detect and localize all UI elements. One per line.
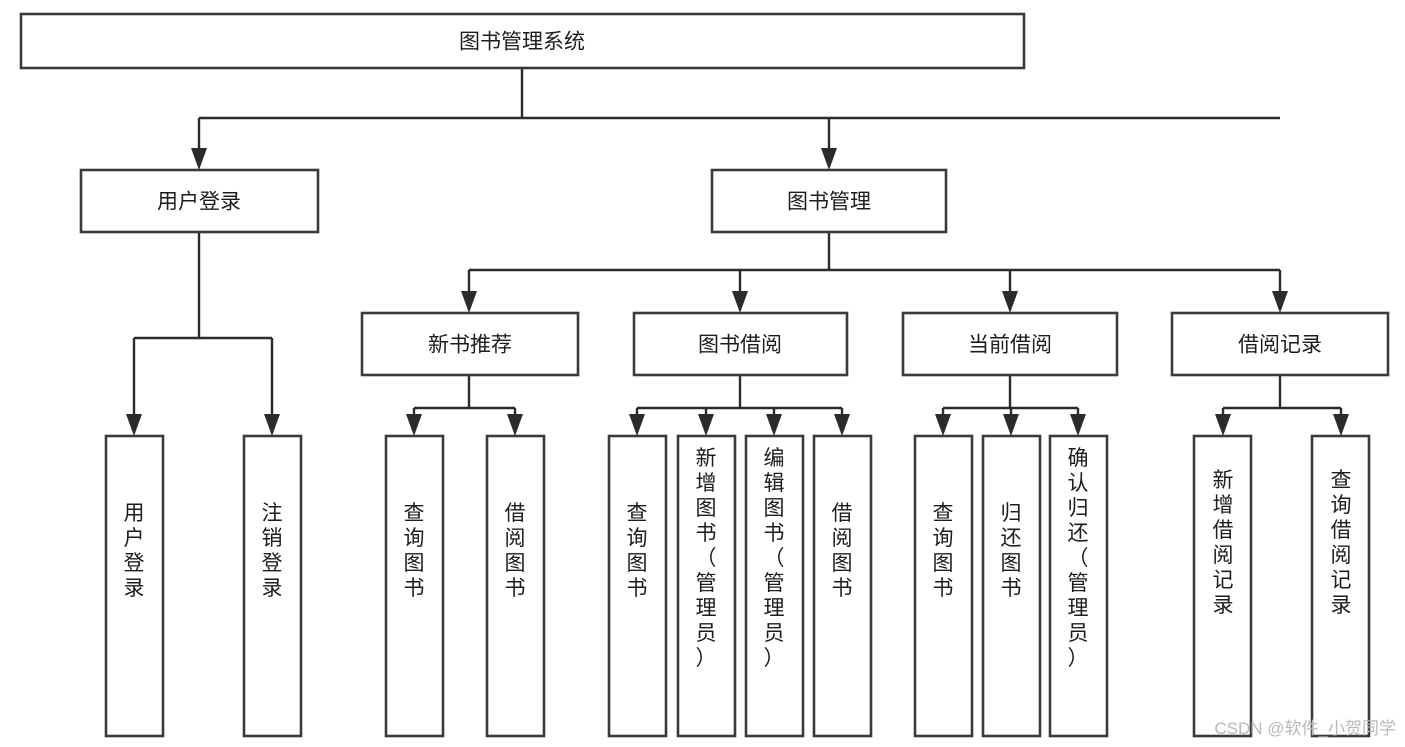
arrow-nbr-leaf-2-icon [507, 414, 523, 436]
node-leaf-edit-book-label: 编辑图书（管理员） [764, 447, 785, 670]
node-leaf-borrow-book-2-label: 借阅图书 [832, 502, 853, 600]
node-leaf-borrow-book-1-box[interactable] [485, 434, 546, 738]
node-leaf-return-book[interactable]: 归还图书 [981, 434, 1042, 738]
arrow-root-to-user-login-icon [191, 148, 207, 170]
node-leaf-query-record-box[interactable] [1310, 434, 1371, 738]
node-leaf-borrow-book-1[interactable]: 借阅图书 [485, 434, 546, 738]
node-book-borrow-label: 图书借阅 [698, 334, 782, 357]
node-borrow-record-box[interactable] [1170, 311, 1390, 377]
node-leaf-user-login-label: 用户登录 [124, 502, 145, 600]
node-new-book-recommend[interactable]: 新书推荐 [360, 311, 580, 377]
node-leaf-query-record[interactable]: 查询借阅记录 [1310, 434, 1371, 738]
node-leaf-edit-book-box[interactable] [744, 434, 805, 738]
node-borrow-record-label: 借阅记录 [1238, 334, 1322, 357]
node-book-borrow-box[interactable] [632, 311, 849, 377]
node-current-borrow-label: 当前借阅 [968, 334, 1052, 357]
node-borrow-record[interactable]: 借阅记录 [1170, 311, 1390, 377]
node-leaf-query-book-1-box[interactable] [384, 434, 445, 738]
node-leaf-add-record-label: 新增借阅记录 [1213, 469, 1234, 617]
arrow-user-login-leaf-1-icon [126, 414, 142, 436]
node-book-manage-label: 图书管理 [787, 191, 871, 214]
node-leaf-confirm-return[interactable]: 确认归还（管理员） [1048, 434, 1109, 738]
arrow-bb-leaf-3-icon [766, 414, 782, 436]
node-leaf-borrow-book-2-box[interactable] [812, 434, 873, 738]
node-leaf-add-record-box[interactable] [1192, 434, 1253, 738]
node-user-login[interactable]: 用户登录 [79, 168, 320, 234]
node-book-manage-box[interactable] [710, 168, 948, 234]
node-book-borrow[interactable]: 图书借阅 [632, 311, 849, 377]
connector-group-user-login [126, 232, 280, 436]
arrow-bb-leaf-1-icon [629, 414, 645, 436]
node-book-manage[interactable]: 图书管理 [710, 168, 948, 234]
node-leaf-add-record[interactable]: 新增借阅记录 [1192, 434, 1253, 738]
node-leaf-user-login-box[interactable] [104, 434, 165, 738]
node-leaf-user-logout-label: 注销登录 [262, 502, 283, 600]
arrow-cb-leaf-1-icon [935, 414, 951, 436]
node-leaf-query-book-1-label: 查询图书 [404, 502, 425, 600]
arrow-br-leaf-2-icon [1333, 414, 1349, 436]
node-leaf-add-book[interactable]: 新增图书（管理员） [676, 434, 737, 738]
connector-group-book-borrow [629, 375, 850, 436]
node-leaf-query-book-3-box[interactable] [913, 434, 974, 738]
arrow-root-to-book-manage-icon [821, 148, 837, 170]
arrow-bb-leaf-4-icon [834, 414, 850, 436]
node-leaf-confirm-return-box[interactable] [1048, 434, 1109, 738]
node-root[interactable]: 图书管理系统 [19, 12, 1026, 70]
node-user-login-label: 用户登录 [157, 191, 241, 214]
arrow-nbr-leaf-1-icon [406, 414, 422, 436]
arrow-book-manage-child-2-icon [732, 291, 748, 313]
node-leaf-query-book-3-label: 查询图书 [933, 502, 954, 600]
node-leaf-query-book-2-label: 查询图书 [627, 502, 648, 600]
node-leaf-query-book-2-box[interactable] [607, 434, 668, 738]
watermark: CSDN @软件_小贺同学 [1214, 719, 1396, 738]
connector-group-book-manage [461, 232, 1288, 313]
node-new-book-recommend-box[interactable] [360, 311, 580, 377]
node-leaf-user-logout-box[interactable] [242, 434, 303, 738]
node-leaf-add-book-box[interactable] [676, 434, 737, 738]
node-current-borrow[interactable]: 当前借阅 [901, 311, 1119, 377]
arrow-cb-leaf-2-icon [1003, 414, 1019, 436]
node-root-label: 图书管理系统 [459, 31, 585, 54]
node-user-login-box[interactable] [79, 168, 320, 234]
node-leaf-return-book-box[interactable] [981, 434, 1042, 738]
connector-group-new-book-recommend [406, 375, 523, 436]
node-leaf-borrow-book-1-label: 借阅图书 [505, 502, 526, 600]
node-leaf-user-logout[interactable]: 注销登录 [242, 434, 303, 738]
node-leaf-query-book-3[interactable]: 查询图书 [913, 434, 974, 738]
node-leaf-user-login[interactable]: 用户登录 [104, 434, 165, 738]
node-leaf-edit-book[interactable]: 编辑图书（管理员） [744, 434, 805, 738]
connector-group-root [191, 68, 1280, 170]
node-leaf-borrow-book-2[interactable]: 借阅图书 [812, 434, 873, 738]
node-leaf-query-record-label: 查询借阅记录 [1331, 469, 1352, 617]
arrow-book-manage-child-3-icon [1002, 291, 1018, 313]
arrow-br-leaf-1-icon [1215, 414, 1231, 436]
arrow-user-login-leaf-2-icon [264, 414, 280, 436]
node-current-borrow-box[interactable] [901, 311, 1119, 377]
node-new-book-recommend-label: 新书推荐 [428, 334, 512, 357]
arrow-bb-leaf-2-icon [698, 414, 714, 436]
node-leaf-return-book-label: 归还图书 [1001, 502, 1022, 600]
connector-group-borrow-record [1215, 375, 1349, 436]
connector-group-current-borrow [935, 375, 1086, 436]
arrow-book-manage-child-4-icon [1272, 291, 1288, 313]
arrow-book-manage-child-1-icon [461, 291, 477, 313]
node-leaf-query-book-2[interactable]: 查询图书 [607, 434, 668, 738]
arrow-cb-leaf-3-icon [1070, 414, 1086, 436]
node-root-box[interactable] [19, 12, 1026, 70]
node-leaf-query-book-1[interactable]: 查询图书 [384, 434, 445, 738]
node-leaf-confirm-return-label: 确认归还（管理员） [1068, 447, 1089, 670]
node-leaf-add-book-label: 新增图书（管理员） [696, 447, 717, 670]
